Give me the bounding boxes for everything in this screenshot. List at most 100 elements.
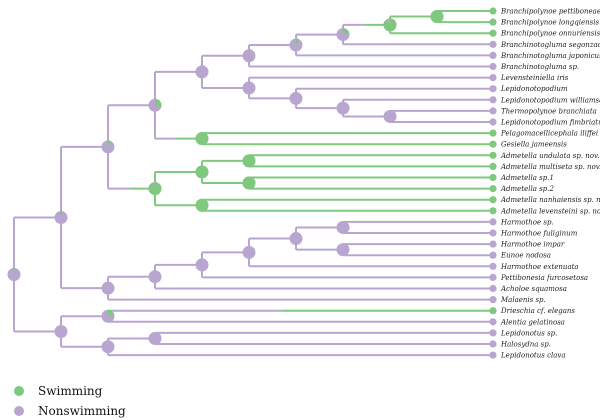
taxon-label: Thermopolynoe branchiata bbox=[501, 107, 597, 115]
taxon-label: Lepidonotus sp. bbox=[500, 329, 557, 337]
taxon-label: Acholoe squamosa bbox=[500, 285, 567, 293]
taxon-label: Drieschia cf. elegans bbox=[500, 307, 575, 315]
pie-swimming bbox=[195, 198, 209, 212]
pie-swimming bbox=[430, 10, 444, 24]
tip-state-dot bbox=[489, 251, 497, 259]
taxon-label: Harmothoe sp. bbox=[500, 218, 554, 226]
pie-nonswimming bbox=[54, 325, 68, 339]
pie-swimming bbox=[383, 18, 397, 32]
taxon-label: Branchipolynoe pettiboneae bbox=[500, 8, 600, 16]
pie-nonswimming bbox=[148, 270, 162, 284]
taxon-label: Admetella levensteini sp. nov. bbox=[500, 207, 600, 215]
ancestral-state-pie bbox=[148, 98, 162, 112]
ancestral-state-pie bbox=[383, 109, 397, 123]
taxon-label: Branchipolynoe longqiensis bbox=[500, 19, 599, 27]
ancestral-state-pie bbox=[195, 198, 209, 212]
ancestral-state-pie bbox=[383, 18, 397, 32]
taxon-label: Admetella sp.1 bbox=[500, 174, 554, 182]
taxon-label: Malaenis sp. bbox=[500, 296, 546, 304]
tree-nodes bbox=[7, 7, 497, 359]
taxon-label: Branchinotogluma japonicus bbox=[500, 52, 600, 60]
pie-swimming bbox=[242, 176, 256, 190]
ancestral-state-pie bbox=[242, 49, 256, 63]
tip-state-dot bbox=[489, 140, 497, 148]
ancestral-state-pie bbox=[289, 232, 303, 246]
tip-state-dot bbox=[489, 51, 497, 60]
pie-nonswimming bbox=[336, 101, 350, 115]
ancestral-state-pie bbox=[289, 38, 303, 52]
tip-state-dot bbox=[489, 340, 497, 348]
tip-state-dot bbox=[489, 18, 497, 26]
pie-swimming bbox=[343, 28, 350, 35]
taxon-label: Harmothoe extenuata bbox=[500, 263, 579, 271]
ancestral-state-pie bbox=[148, 331, 162, 345]
taxon-label: Admetella undulata sp. nov. bbox=[500, 152, 599, 160]
tip-state-dot bbox=[489, 85, 497, 93]
pie-nonswimming bbox=[101, 340, 115, 354]
tip-state-dot bbox=[489, 207, 497, 215]
tip-state-dot bbox=[489, 273, 497, 281]
taxon-label: Branchinotogluma sp. bbox=[500, 63, 579, 71]
ancestral-state-pie bbox=[336, 101, 350, 115]
taxon-label: Admetella sp.2 bbox=[500, 185, 554, 193]
tip-state-dot bbox=[489, 7, 497, 15]
tip-state-dot bbox=[489, 40, 497, 48]
tip-state-dot bbox=[489, 96, 497, 104]
ancestral-state-pie bbox=[336, 28, 350, 42]
pie-nonswimming bbox=[336, 220, 350, 234]
taxon-label: Levensteiniella iris bbox=[500, 74, 569, 82]
pie-swimming bbox=[148, 182, 162, 196]
taxon-label: Pelagomacellicephala iliffei bbox=[500, 130, 598, 138]
taxon-label: Harmothoe impar bbox=[500, 241, 565, 249]
pie-nonswimming bbox=[383, 109, 397, 123]
tip-state-dot bbox=[489, 118, 497, 126]
ancestral-state-pie bbox=[336, 220, 350, 234]
tip-state-dot bbox=[489, 296, 497, 304]
tip-state-dot bbox=[489, 129, 497, 137]
taxon-label: Gesiella jameensis bbox=[501, 141, 567, 149]
taxon-label: Lepidonotopodium bbox=[500, 85, 568, 93]
taxon-label: Lepidonotopodium fimbriatum bbox=[500, 119, 600, 127]
tip-state-dot bbox=[489, 307, 497, 315]
legend-nonswimming: Nonswimming bbox=[14, 404, 126, 418]
ancestral-state-pie bbox=[148, 182, 162, 196]
taxon-label: Harmothoe fuliginum bbox=[500, 230, 578, 238]
pie-nonswimming bbox=[336, 243, 350, 257]
legend-swimming-label: Swimming bbox=[38, 384, 103, 398]
pie-nonswimming bbox=[101, 281, 115, 295]
pie-swimming bbox=[195, 165, 209, 179]
tip-state-dot bbox=[489, 196, 497, 204]
taxon-label: Admetella nanhaiensis sp. nov. bbox=[500, 196, 600, 204]
ancestral-state-pie bbox=[195, 258, 209, 272]
tip-state-dot bbox=[489, 62, 497, 71]
ancestral-state-pie bbox=[195, 165, 209, 179]
pie-nonswimming bbox=[195, 258, 209, 272]
ancestral-state-pie bbox=[101, 281, 115, 295]
taxon-label: Lepidonotus clava bbox=[500, 352, 566, 360]
pie-nonswimming bbox=[195, 65, 209, 79]
legend-nonswimming-dot bbox=[14, 406, 24, 416]
pie-swimming bbox=[195, 132, 209, 146]
tip-state-dot bbox=[489, 173, 497, 182]
tip-state-dot bbox=[489, 262, 497, 270]
pie-swimming bbox=[249, 49, 252, 56]
tip-state-dot bbox=[489, 107, 497, 115]
ancestral-state-pie bbox=[101, 340, 115, 354]
taxon-label: Branchinotogluma segonzaci bbox=[500, 41, 600, 49]
pie-nonswimming bbox=[289, 232, 303, 246]
taxon-label: Alentia gelatinosa bbox=[500, 318, 565, 326]
taxon-labels: Branchipolynoe pettiboneaeBranchipolynoe… bbox=[500, 8, 600, 360]
taxon-label: Lepidonotopodium williamsae bbox=[500, 96, 600, 104]
ancestral-state-pie bbox=[54, 211, 68, 225]
pie-swimming bbox=[242, 154, 256, 168]
tip-state-dot bbox=[489, 329, 497, 337]
tip-state-dot bbox=[489, 240, 497, 248]
taxon-label: Branchipolynoe onnuriensis bbox=[500, 30, 600, 38]
tip-state-dot bbox=[489, 318, 497, 326]
tip-state-dot bbox=[489, 229, 497, 237]
ancestral-state-pie bbox=[430, 10, 444, 24]
ancestral-state-pie bbox=[195, 65, 209, 79]
ancestral-state-pie bbox=[101, 140, 115, 154]
ancestral-state-pie bbox=[289, 91, 303, 105]
